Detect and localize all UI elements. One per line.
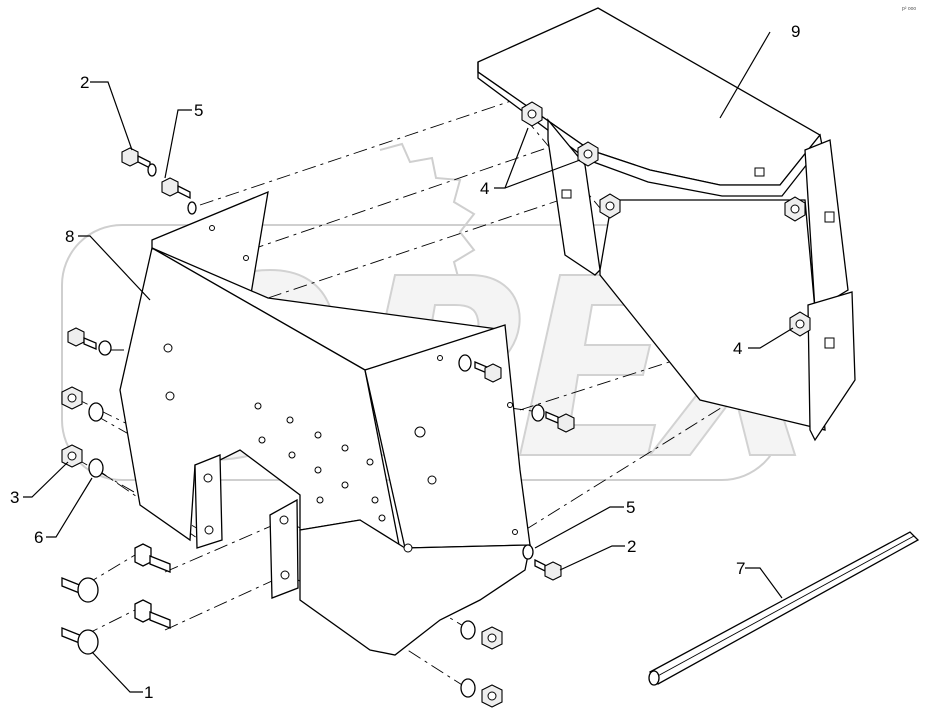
callout-2-top: 2 (80, 73, 89, 92)
mounting-brackets (194, 454, 299, 599)
callout-labels: 1 2 2 3 4 4 5 5 6 7 8 9 (10, 22, 800, 702)
callout-2-right: 2 (627, 537, 636, 556)
part-7-strip (648, 531, 920, 686)
callout-3: 3 (10, 488, 19, 507)
callout-4-top: 4 (480, 179, 489, 198)
callout-7: 7 (736, 559, 745, 578)
callout-4-right: 4 (733, 339, 742, 358)
leader-lines (23, 31, 794, 693)
callout-8: 8 (65, 227, 74, 246)
fasteners (61, 147, 575, 708)
corner-mark: p² ooo (902, 6, 916, 12)
callout-6: 6 (34, 528, 43, 547)
callout-5-top: 5 (194, 101, 203, 120)
callout-5-right: 5 (626, 498, 635, 517)
part-8-housing (119, 190, 531, 656)
callout-9: 9 (791, 22, 800, 41)
cage-nuts-4 (521, 101, 811, 337)
part-9-cover (477, 7, 856, 442)
callout-1: 1 (144, 683, 153, 702)
